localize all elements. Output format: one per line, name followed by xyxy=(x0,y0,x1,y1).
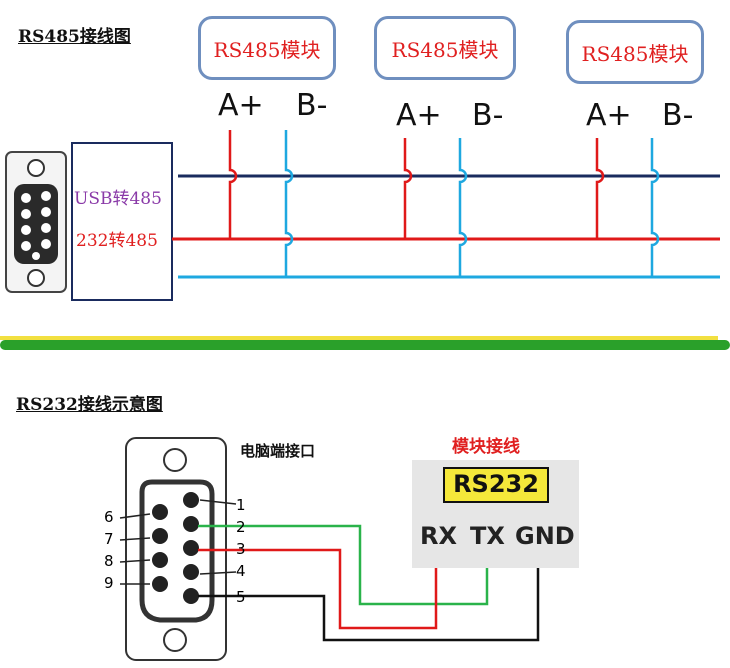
divider-green xyxy=(0,340,730,350)
divider-yellow xyxy=(0,336,718,340)
module-pin-tx: TX xyxy=(470,522,505,550)
rs232-badge-bg xyxy=(443,467,549,503)
wire-rx-red xyxy=(198,548,438,630)
db9-connector-top-icon xyxy=(5,151,67,293)
rs485-module-1: RS485模块 xyxy=(198,16,336,80)
module-pin-gnd: GND xyxy=(515,522,575,550)
rs485-module-3: RS485模块 xyxy=(566,20,704,84)
db9-pin-3: 3 xyxy=(236,540,246,558)
db9-pin-9: 9 xyxy=(104,574,114,592)
db9-connector-bottom-icon xyxy=(119,437,237,661)
rs232-title: RS232接线示意图 xyxy=(16,395,163,415)
db9-pin-5: 5 xyxy=(236,588,246,606)
db9-pin-6: 6 xyxy=(104,508,114,526)
module-3-pin-a: A+ xyxy=(586,98,632,133)
converter-label-232: 232转485 xyxy=(76,231,158,251)
module-wiring-label: 模块接线 xyxy=(452,437,520,457)
module-1-pin-a: A+ xyxy=(218,88,264,123)
module-pin-rx: RX xyxy=(420,522,457,550)
db9-pin-2: 2 xyxy=(236,518,246,536)
db9-pin-4: 4 xyxy=(236,562,246,580)
wire-gnd-black xyxy=(198,568,540,642)
db9-pin-1: 1 xyxy=(236,496,246,514)
pc-port-label: 电脑端接口 xyxy=(240,442,316,460)
b-minus-drops xyxy=(284,130,660,277)
module-3-pin-b: B- xyxy=(662,98,694,133)
module-1-pin-b: B- xyxy=(296,88,328,123)
db9-pin-7: 7 xyxy=(104,530,114,548)
converter-box xyxy=(71,142,173,301)
module-2-pin-a: A+ xyxy=(396,98,442,133)
rs485-module-2: RS485模块 xyxy=(374,16,516,80)
rs232-badge: RS232 xyxy=(453,470,539,498)
db9-pin-8: 8 xyxy=(104,552,114,570)
converter-label-usb: USB转485 xyxy=(74,189,162,209)
a-plus-drops xyxy=(228,130,605,239)
rs485-title: RS485接线图 xyxy=(18,27,131,47)
module-2-pin-b: B- xyxy=(472,98,504,133)
wire-tx-green xyxy=(198,524,489,606)
